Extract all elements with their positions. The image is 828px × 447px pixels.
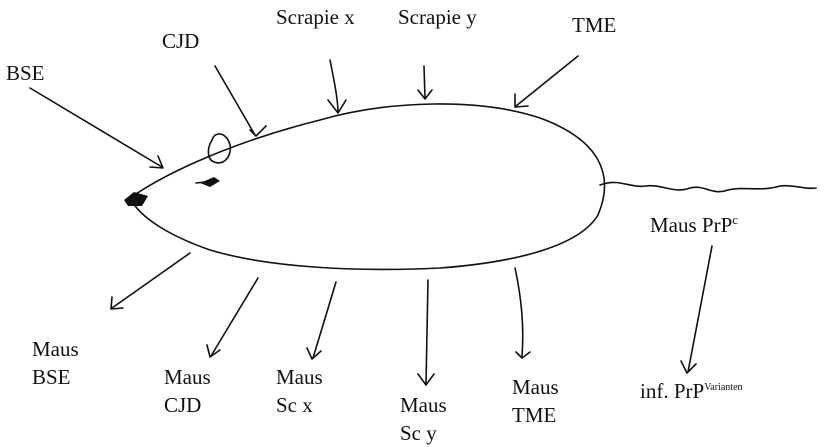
label-tme: TME: [572, 13, 616, 37]
label-bse: BSE: [6, 61, 45, 85]
label-maus-sc-y: Maus Sc y: [400, 393, 452, 445]
arrow-bse: [30, 88, 162, 167]
arrow-maus-cjd: [211, 278, 258, 356]
arrow-maus-tme: [515, 268, 523, 356]
label-scrapie-y: Scrapie y: [398, 5, 477, 29]
label-inf-prp: inf. PrPVarianten: [640, 379, 743, 403]
arrow-tme: [516, 56, 578, 106]
label-maus-sc-x: Maus Sc x: [276, 365, 328, 417]
label-maus-bse: Maus BSE: [32, 337, 84, 389]
label-maus-tme: Maus TME: [512, 375, 564, 427]
mouse-body-outline: [130, 104, 605, 269]
arrow-scrapie-y: [424, 66, 425, 98]
arrow-maus-bse: [112, 253, 190, 308]
arrow-cjd: [215, 66, 255, 135]
label-cjd: CJD: [162, 29, 199, 53]
label-maus-cjd: Maus CJD: [164, 365, 216, 417]
mouse-snout: [124, 192, 148, 206]
arrow-maus-sc-y: [426, 280, 428, 384]
mouse-tail: [600, 182, 816, 191]
label-scrapie-x: Scrapie x: [276, 5, 355, 29]
label-maus-prp: Maus PrPc: [650, 212, 738, 237]
arrow-maus-sc-x: [313, 282, 336, 358]
arrow-inf-prp: [688, 246, 712, 372]
